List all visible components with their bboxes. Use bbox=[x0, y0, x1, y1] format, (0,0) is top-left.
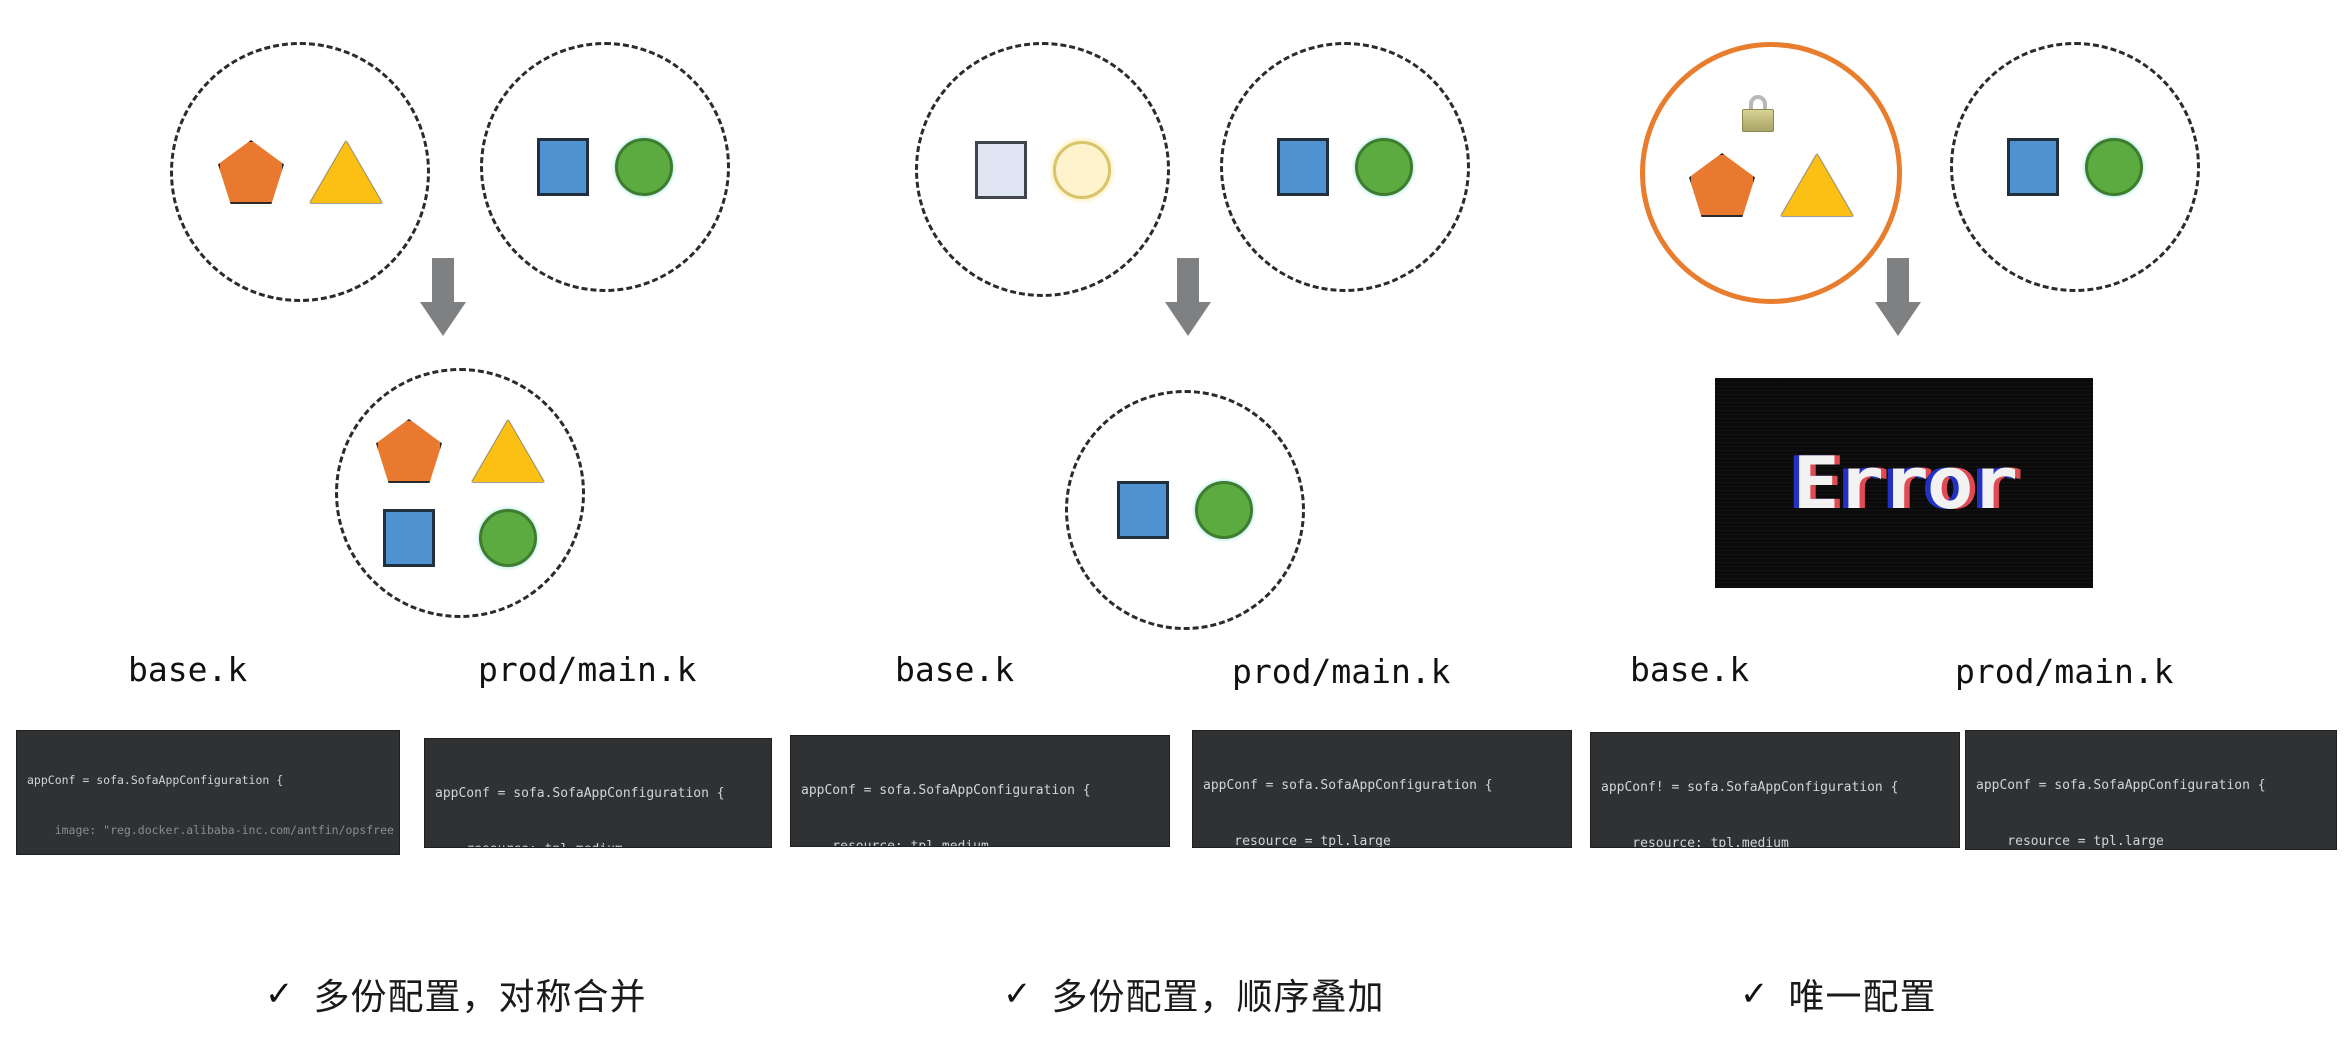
panel-1-base-shapes bbox=[218, 140, 382, 204]
panel-1-bullet-text: 多份配置，对称合并 bbox=[313, 977, 647, 1018]
arrow-head bbox=[1165, 302, 1211, 336]
panel-3-overlay-circle bbox=[1950, 42, 2200, 292]
panel-2-overlay-code: appConf = sofa.SofaAppConfiguration { re… bbox=[1192, 730, 1572, 848]
square-shape bbox=[1117, 481, 1169, 539]
panel-1-overlay-circle bbox=[480, 42, 730, 292]
circle-shape bbox=[2085, 138, 2143, 196]
square-shape bbox=[537, 138, 589, 196]
code-line: resource: tpl.medium bbox=[1601, 836, 1789, 848]
pentagon-shape bbox=[376, 419, 442, 483]
code-line: appConf = sofa.SofaAppConfiguration { bbox=[27, 773, 284, 788]
panel-3-base-label: base.k bbox=[1630, 650, 1750, 689]
circle-shape bbox=[479, 509, 537, 567]
code-line: appConf = sofa.SofaAppConfiguration { bbox=[1976, 777, 2266, 793]
triangle-shape bbox=[310, 141, 382, 203]
lock-body bbox=[1742, 109, 1774, 132]
code-line: resource = tpl.large bbox=[1203, 834, 1391, 848]
code-line: appConf = sofa.SofaAppConfiguration { bbox=[801, 782, 1091, 798]
lock-icon bbox=[1741, 95, 1775, 133]
pentagon-shape bbox=[218, 140, 284, 204]
arrow-stem bbox=[1887, 258, 1909, 304]
panel-3-overlay-label: prod/main.k bbox=[1955, 652, 2174, 691]
square-shape bbox=[383, 509, 435, 567]
down-arrow-icon bbox=[1875, 258, 1921, 336]
panel-3-overlay-code: appConf = sofa.SofaAppConfiguration { re… bbox=[1965, 730, 2337, 850]
panel-2-base-circle bbox=[915, 42, 1170, 297]
panel-2-bullet-text: 多份配置，顺序叠加 bbox=[1051, 977, 1385, 1018]
code-line: resource: tpl.medium bbox=[435, 841, 761, 847]
scanline-overlay bbox=[1715, 378, 2093, 588]
circle-shape bbox=[615, 138, 673, 196]
panel-3-overlay-shapes bbox=[2007, 138, 2143, 196]
panel-2-result-circle bbox=[1065, 390, 1305, 630]
arrow-head bbox=[1875, 302, 1921, 336]
panel-2-result-shapes bbox=[1117, 481, 1253, 539]
error-text: Error bbox=[1792, 441, 2017, 525]
code-line: appConf = sofa.SofaAppConfiguration { bbox=[435, 785, 725, 801]
panel-1-base-circle bbox=[170, 42, 430, 302]
down-arrow-icon bbox=[1165, 258, 1211, 336]
pentagon-shape bbox=[1689, 153, 1755, 217]
triangle-shape bbox=[1781, 154, 1853, 216]
panel-3-base-shapes bbox=[1689, 153, 1853, 217]
panel-2-base-code: appConf = sofa.SofaAppConfiguration { re… bbox=[790, 735, 1170, 847]
panel-2-base-label: base.k bbox=[895, 650, 1015, 689]
panel-2-overlay-shapes bbox=[1277, 138, 1413, 196]
down-arrow-icon bbox=[420, 258, 466, 336]
panel-1-overlay-label: prod/main.k bbox=[478, 650, 697, 689]
check-icon: ✓ bbox=[1740, 975, 1769, 1013]
circle-shape bbox=[1195, 481, 1253, 539]
triangle-shape bbox=[472, 420, 544, 482]
panel-1-bullet: ✓ 多份配置，对称合并 bbox=[265, 968, 647, 1020]
arrow-stem bbox=[432, 258, 454, 304]
code-line: resource = tpl.large bbox=[1976, 834, 2164, 850]
panel-3-bullet-text: 唯一配置 bbox=[1788, 977, 1937, 1018]
check-icon: ✓ bbox=[265, 975, 294, 1013]
square-shape bbox=[2007, 138, 2059, 196]
arrow-stem bbox=[1177, 258, 1199, 304]
code-line: appConf = sofa.SofaAppConfiguration { bbox=[1203, 777, 1493, 793]
panel-3-base-circle-locked bbox=[1640, 42, 1902, 304]
panel-1-base-code: appConf = sofa.SofaAppConfiguration { im… bbox=[16, 730, 400, 855]
check-icon: ✓ bbox=[1003, 975, 1032, 1013]
code-line: image: "reg.docker.alibaba-inc.com/antfi… bbox=[27, 823, 394, 838]
square-shape bbox=[1277, 138, 1329, 196]
circle-shape bbox=[1355, 138, 1413, 196]
panel-2-base-shapes bbox=[974, 140, 1111, 199]
panel-1-overlay-shapes bbox=[537, 138, 673, 196]
square-shape-faded bbox=[974, 140, 1027, 199]
panel-3-base-code: appConf! = sofa.SofaAppConfiguration { r… bbox=[1590, 732, 1960, 848]
panel-1-base-label: base.k bbox=[128, 650, 248, 689]
panel-3-error-image: Error bbox=[1715, 378, 2093, 588]
lock-shackle bbox=[1749, 95, 1767, 113]
circle-shape-faded bbox=[1052, 140, 1111, 199]
code-line: resource: tpl.medium bbox=[801, 839, 989, 847]
panel-1-result-shapes bbox=[376, 419, 544, 567]
code-line: appConf! = sofa.SofaAppConfiguration { bbox=[1601, 779, 1899, 795]
arrow-head bbox=[420, 302, 466, 336]
panel-2-bullet: ✓ 多份配置，顺序叠加 bbox=[1003, 968, 1385, 1020]
panel-1-result-circle bbox=[335, 368, 585, 618]
panel-2-overlay-circle bbox=[1220, 42, 1470, 292]
panel-1-overlay-code: appConf = sofa.SofaAppConfiguration { re… bbox=[424, 738, 772, 848]
panel-3-bullet: ✓ 唯一配置 bbox=[1740, 968, 1937, 1020]
panel-2-overlay-label: prod/main.k bbox=[1232, 652, 1451, 691]
